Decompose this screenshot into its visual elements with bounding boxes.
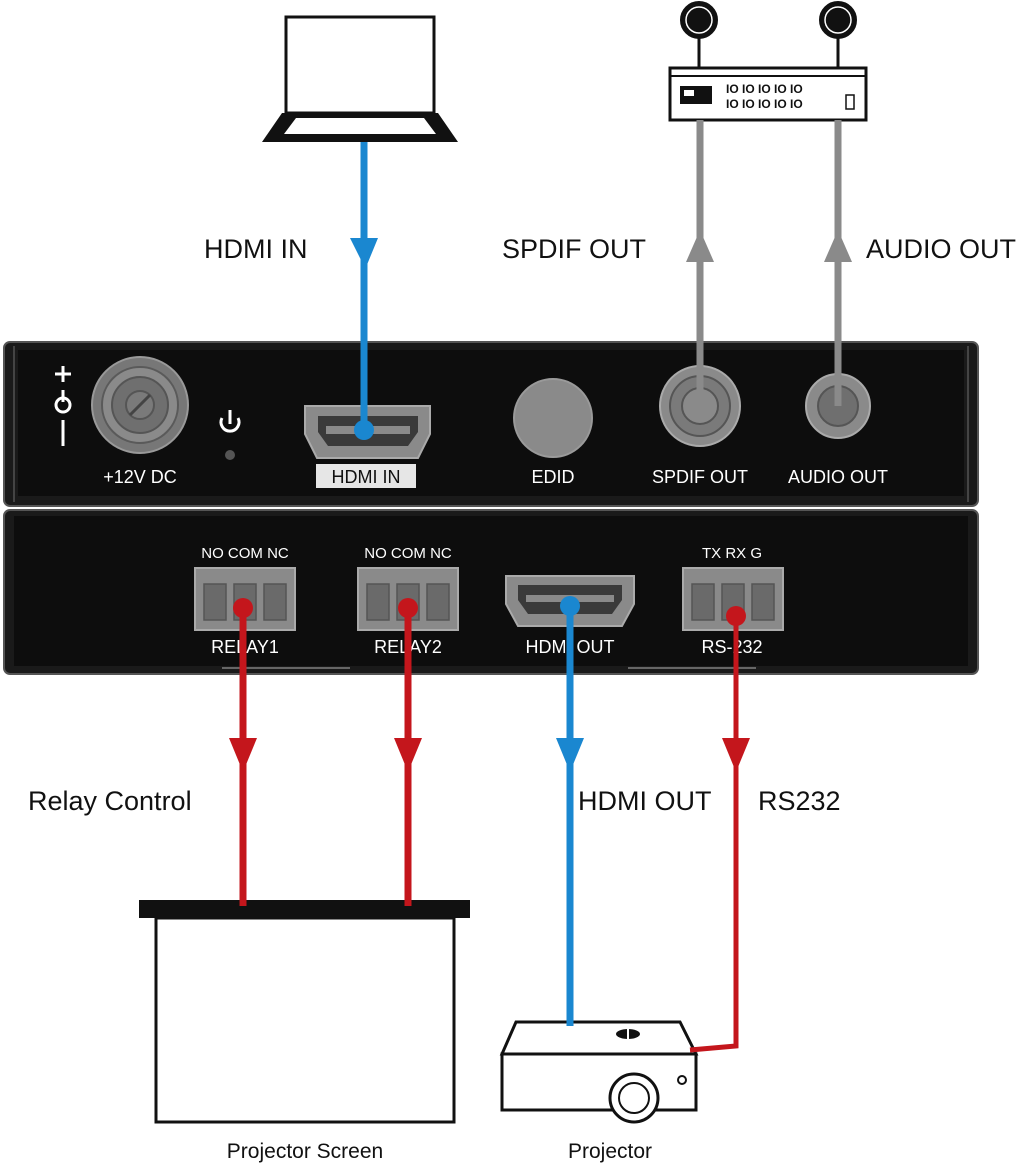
hdmi-in-port-label: HDMI IN [332,467,401,487]
svg-text:IO IO IO IO IO: IO IO IO IO IO [726,97,803,111]
laptop-icon [262,15,458,142]
relay2-pin-labels: NO COM NC [364,545,452,562]
spdif-out-connection-label: SPDIF OUT [502,234,646,264]
relay1-pin-labels: NO COM NC [201,545,289,562]
rs232-connection-label: RS232 [758,786,841,816]
svg-text:IO IO IO IO IO: IO IO IO IO IO [726,82,803,96]
relay-control-label: Relay Control [28,786,192,816]
extractor-front-panel: +12V DC HDMI IN EDID SPDIF OUT [3,341,979,507]
rs232-cable [689,606,750,1053]
hdmi-in-cable [350,142,378,440]
power-led [225,450,235,460]
hdmi-out-cable [556,596,584,1026]
edid-button [513,378,593,458]
power-port-label: +12V DC [103,467,177,487]
spdif-out-port-label: SPDIF OUT [652,467,748,487]
hdmi-in-connection-label: HDMI IN [204,234,308,264]
av-receiver-icon: IO IO IO IO IO IO IO IO IO IO [668,1,868,122]
relay2-cable [394,598,422,906]
power-icon [219,410,241,433]
dc-power-jack [91,356,189,454]
audio-out-port-label: AUDIO OUT [788,467,888,487]
projector-screen-label: Projector Screen [227,1140,383,1163]
audio-out-connection-label: AUDIO OUT [866,234,1016,264]
audio-cable [824,120,852,406]
relay1-cable [229,598,257,906]
edid-label: EDID [531,467,574,487]
dc-polarity-icon [54,366,72,446]
spdif-cable [686,120,714,406]
projector-label: Projector [568,1140,652,1163]
projector-icon [499,1020,699,1124]
rs232-pin-labels: TX RX G [702,545,762,562]
extractor-rear-panel: NO COM NC RELAY1 NO COM NC RELAY2 HDMI O… [3,509,979,675]
projector-screen-icon [139,900,470,1124]
rs232-port-label: RS-232 [701,637,762,657]
hdmi-out-connection-label: HDMI OUT [578,786,711,816]
